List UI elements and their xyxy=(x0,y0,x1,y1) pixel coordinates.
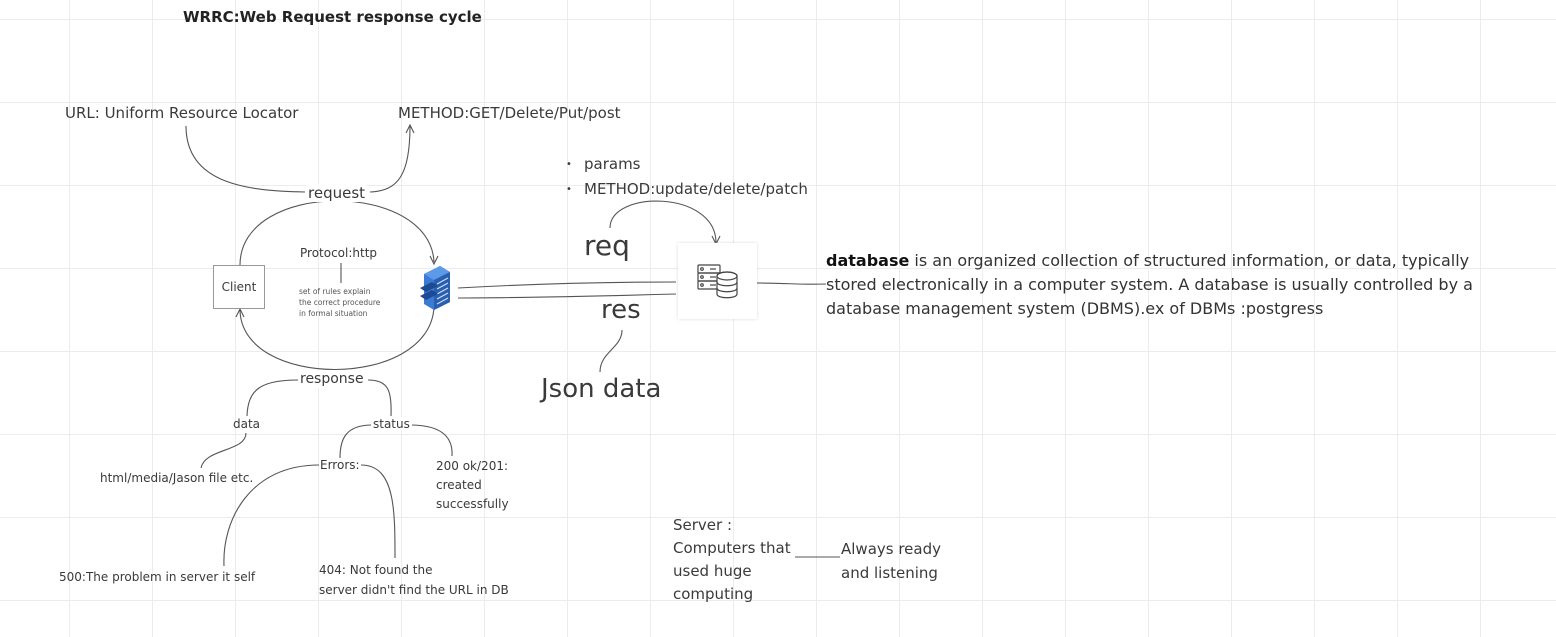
client-label: Client xyxy=(221,280,257,294)
protocol-label: Protocol:http xyxy=(300,246,378,260)
req-label: req xyxy=(584,229,630,262)
status-label: status xyxy=(371,417,412,432)
database-term: database xyxy=(826,251,910,270)
errors-label: Errors: xyxy=(319,458,361,473)
url-label: URL: Uniform Resource Locator xyxy=(65,104,299,122)
server-building-icon xyxy=(418,264,454,310)
ok-status-note: 200 ok/201: created successfully xyxy=(436,459,509,511)
server-ready-note: Always ready and listening xyxy=(841,540,942,582)
response-arc xyxy=(239,306,435,370)
client-box: Client xyxy=(213,265,265,309)
data-label: data xyxy=(233,417,261,431)
request-arrow xyxy=(457,281,677,289)
method-to-request-connector xyxy=(369,125,411,193)
json-data-label: Json data xyxy=(541,374,662,404)
list-item: params xyxy=(566,152,808,177)
error-500-note: 500:The problem in server it self xyxy=(59,570,256,584)
database-server-node xyxy=(678,243,757,319)
page-title: WRRC:Web Request response cycle xyxy=(183,8,482,26)
list-item: METHOD:update/delete/patch xyxy=(566,177,808,202)
database-description: database is an organized collection of s… xyxy=(826,249,1516,321)
database-description-text: is an organized collection of structured… xyxy=(826,251,1473,318)
error-404-note: 404: Not found the server didn't find th… xyxy=(319,563,509,597)
url-to-request-connector xyxy=(185,125,306,193)
response-branches xyxy=(246,379,299,417)
database-server-icon xyxy=(697,264,738,299)
method-label: METHOD:GET/Delete/Put/post xyxy=(398,104,621,122)
res-label: res xyxy=(601,295,641,325)
protocol-description: set of rules explain the correct procedu… xyxy=(299,287,381,318)
server-note: Server : Computers that used huge comput… xyxy=(673,516,791,603)
data-detail: html/media/Jason file etc. xyxy=(100,471,254,485)
response-label: response xyxy=(298,371,366,388)
request-label: request xyxy=(306,184,368,202)
params-list: params METHOD:update/delete/patch xyxy=(566,152,808,202)
